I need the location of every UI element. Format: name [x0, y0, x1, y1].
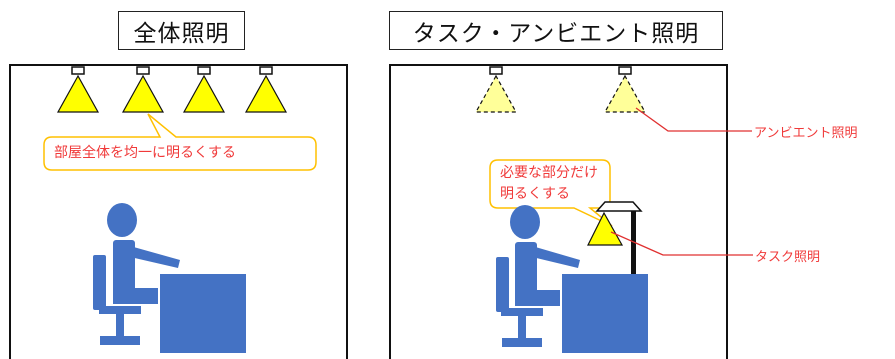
right-callout-line2: 明るくする [500, 186, 570, 202]
ambient-lighting-label: アンビエント照明 [754, 126, 858, 141]
task-lighting-label: タスク照明 [755, 250, 821, 265]
right-callout-outline [489, 159, 613, 227]
left-person-at-desk [93, 203, 246, 353]
ceiling-light [56, 66, 100, 113]
left-title: 全体照明 [118, 11, 245, 50]
right-title: タスク・アンビエント照明 [389, 11, 723, 50]
ceiling-light [244, 66, 288, 113]
task-leader-line [610, 231, 753, 256]
desk-lamp [587, 201, 643, 275]
ceiling-light [121, 66, 165, 113]
right-callout-line1: 必要な部分だけ [500, 165, 598, 181]
right-ambient-lights [474, 66, 647, 113]
right-room-frame [389, 64, 728, 359]
ambient-light [603, 66, 647, 113]
ambient-leader-line [635, 107, 752, 132]
left-callout-bubble [43, 113, 317, 171]
left-callout-text: 部屋全体を均一に明るくする [54, 145, 236, 161]
right-person-at-desk [496, 205, 648, 353]
ambient-light [474, 66, 518, 113]
ceiling-light [182, 66, 226, 113]
left-ceiling-lights [56, 66, 288, 113]
